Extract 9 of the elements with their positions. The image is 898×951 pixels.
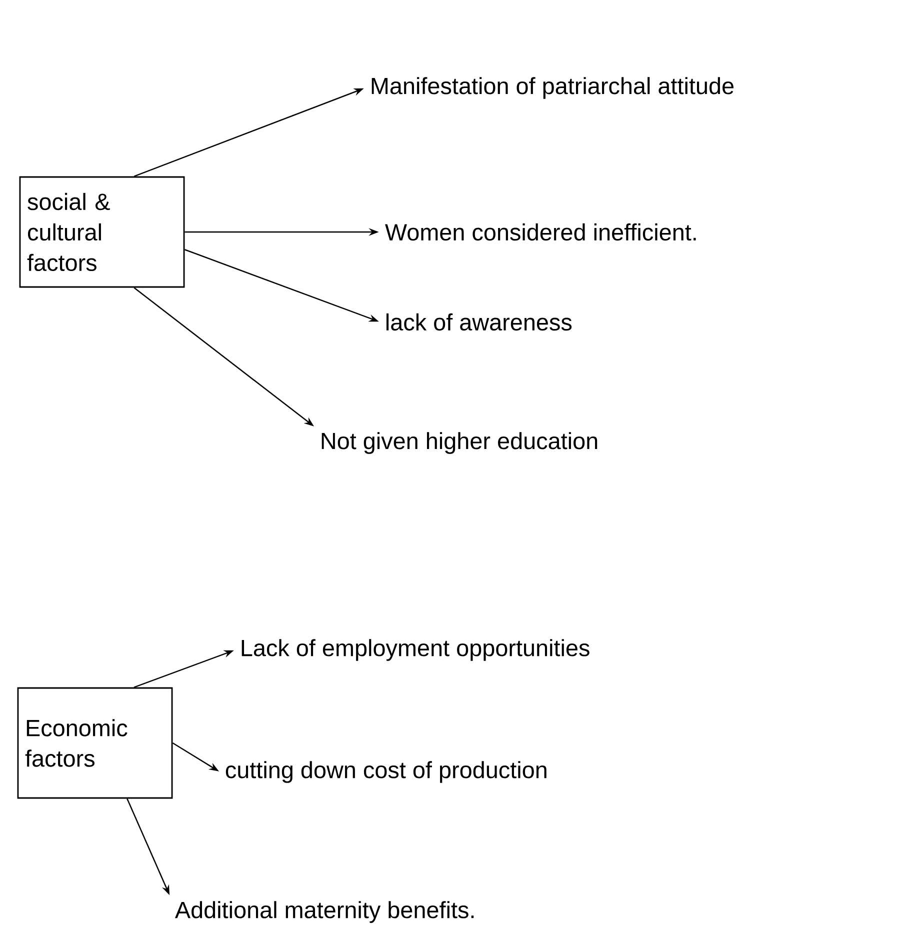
handwritten-note: Not given higher education (322, 432, 598, 454)
factor-box: Economic factors (17, 687, 173, 799)
handwritten-note: Lack of employment opportunities (242, 639, 590, 661)
handwritten-note: Women considered inefficient. (385, 223, 696, 241)
handwritten-note: Manifestation of patriarchal attitude (372, 77, 734, 99)
factor-box: social & cultural factors (19, 176, 185, 288)
handwritten-note: Additional maternity benefits. (174, 901, 474, 923)
handwritten-note: cutting down cost of production (226, 761, 546, 783)
handwritten-note: lack of awareness (386, 313, 572, 331)
